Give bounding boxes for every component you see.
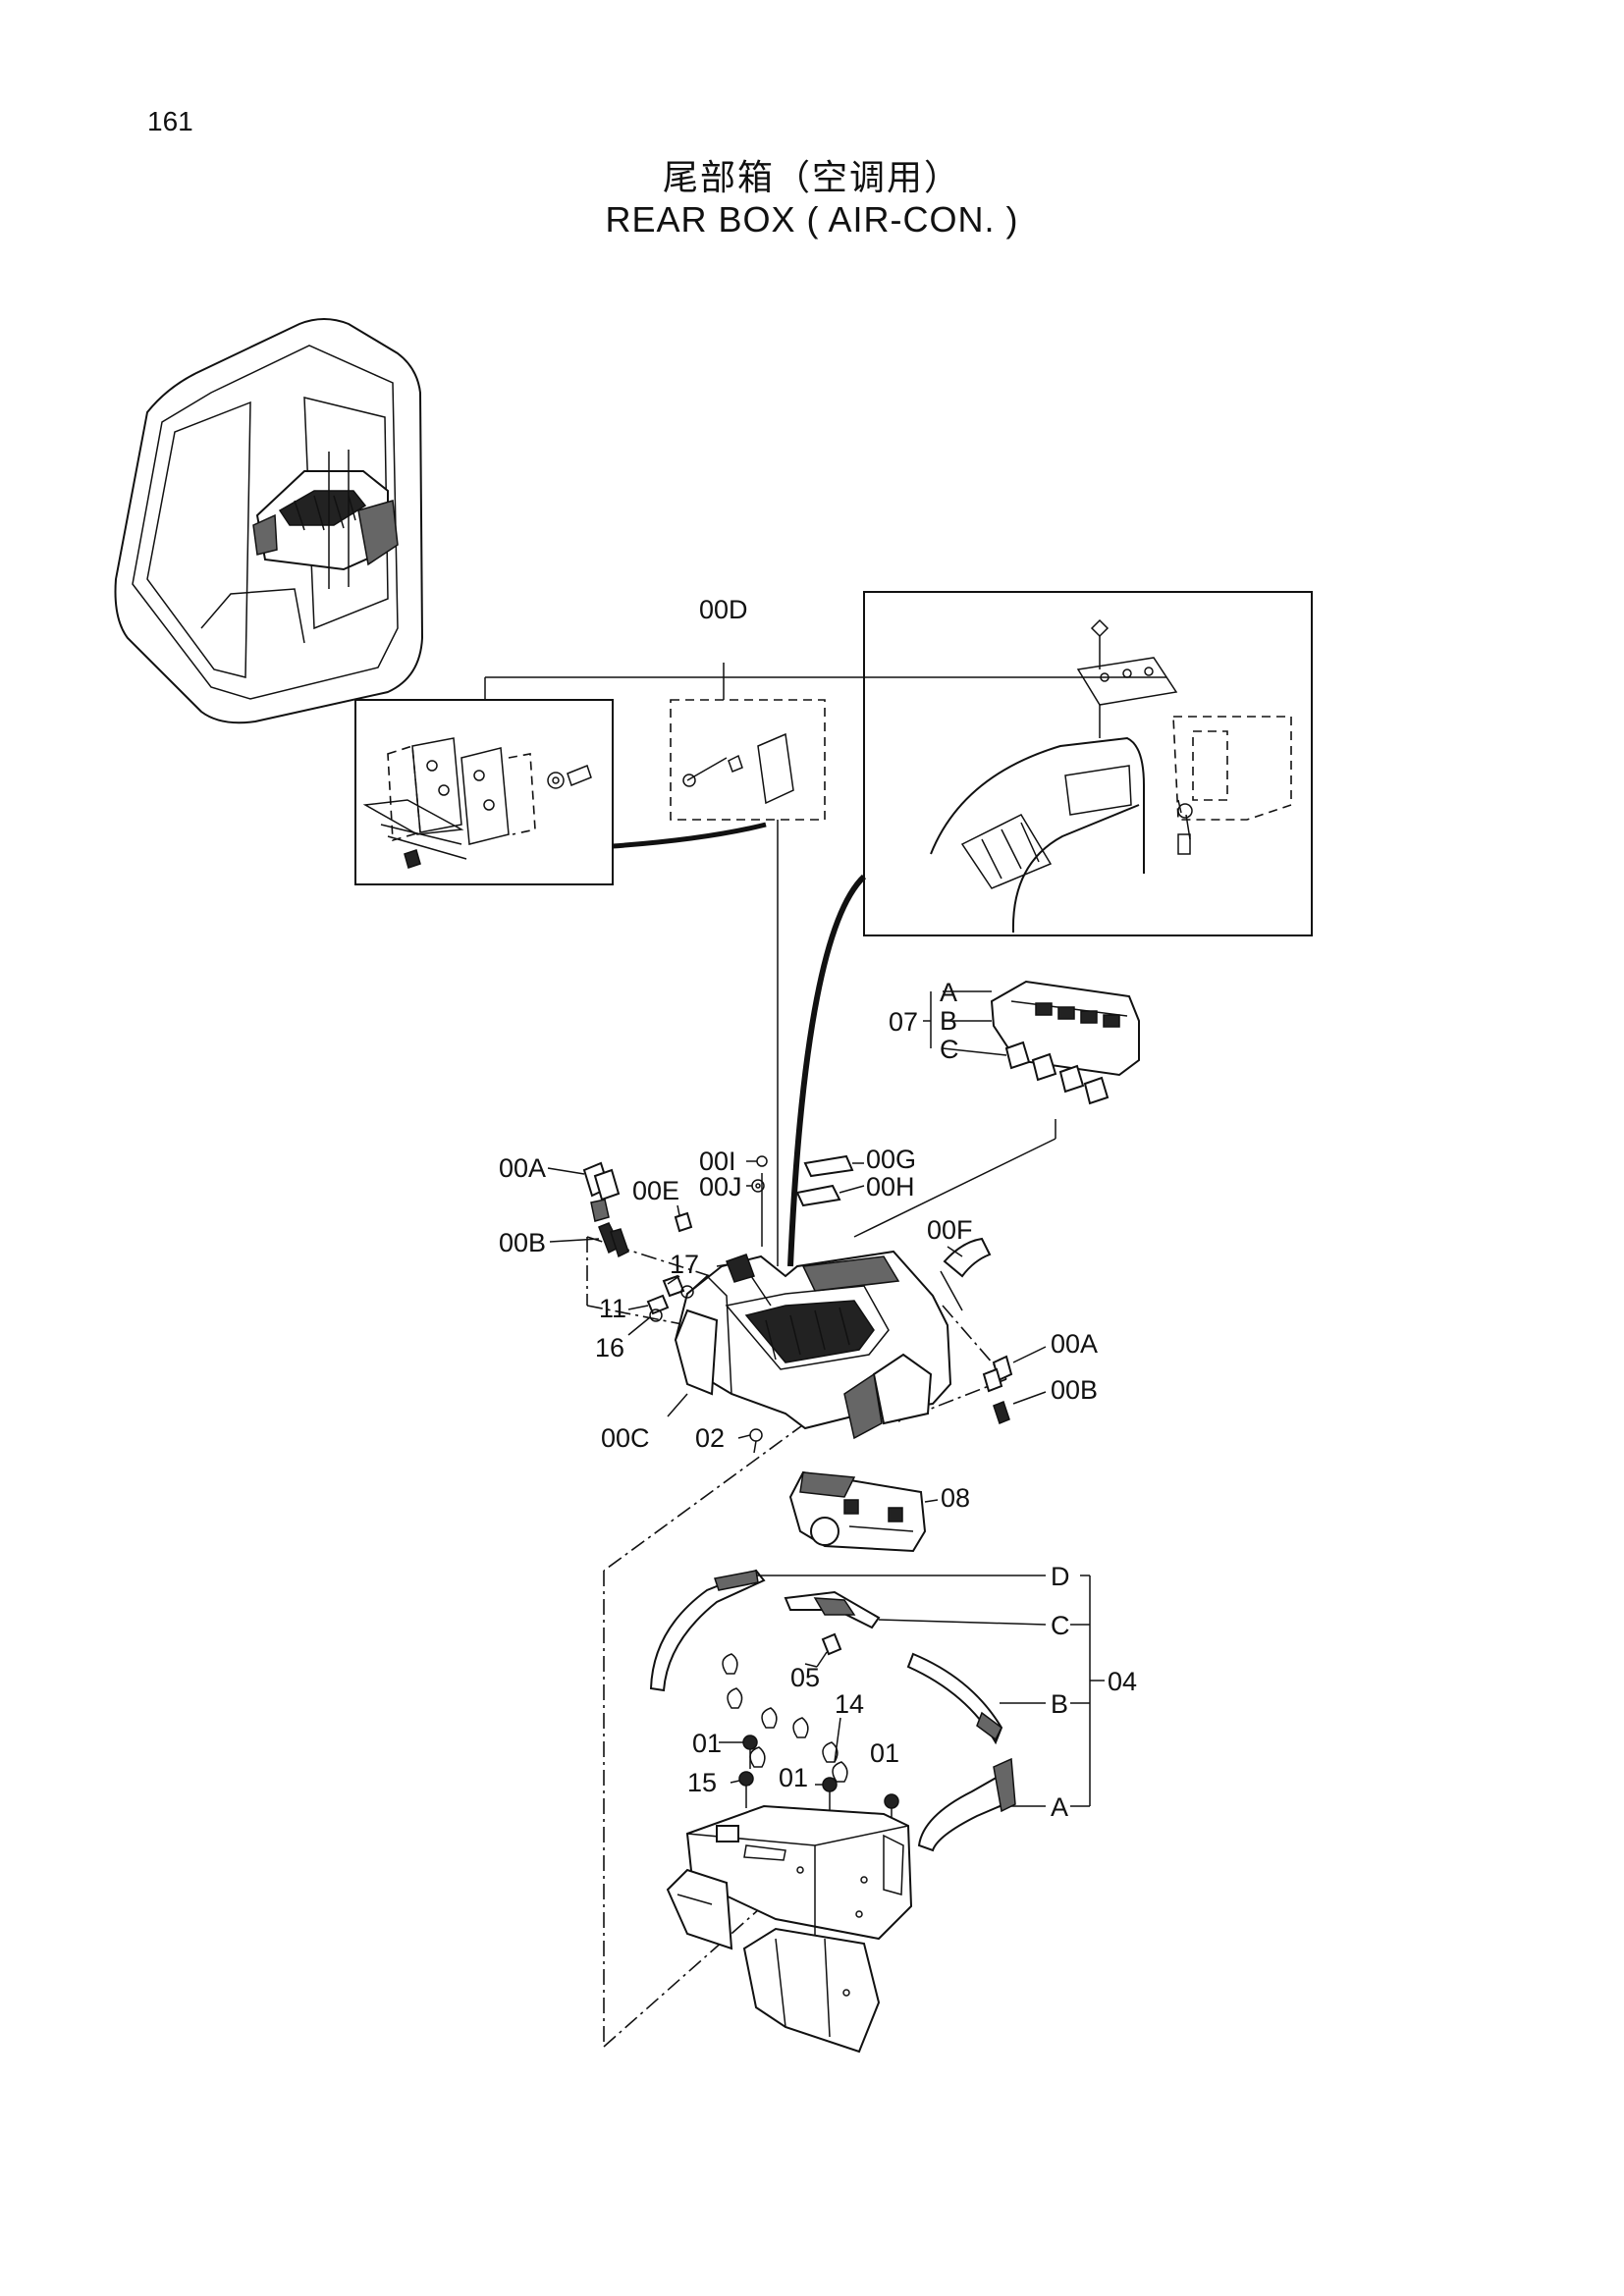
page-title-chinese: 尾部箱（空调用） xyxy=(662,158,961,198)
callout-leaders xyxy=(547,1160,1047,1668)
label-05: 05 xyxy=(790,1663,820,1692)
label-17: 17 xyxy=(670,1250,699,1279)
label-00I: 00I xyxy=(699,1147,736,1176)
callout-labels: 00D 07 A B C 00A 00B 00E 00I 00J 00G 00H… xyxy=(499,595,1137,1822)
page-title-english: REAR BOX ( AIR-CON. ) xyxy=(605,199,1019,240)
label-00B-right: 00B xyxy=(1051,1375,1098,1405)
small-parts xyxy=(582,1154,1013,1454)
label-01-middle: 01 xyxy=(779,1763,808,1792)
label-01-right: 01 xyxy=(870,1738,899,1768)
rear-box-main-body xyxy=(674,1250,952,1440)
label-14: 14 xyxy=(835,1689,864,1719)
label-02: 02 xyxy=(695,1423,725,1453)
label-01-left: 01 xyxy=(692,1729,722,1758)
label-15: 15 xyxy=(687,1768,717,1797)
label-00J: 00J xyxy=(699,1172,742,1201)
detail-box-00D xyxy=(670,663,826,821)
detail-box-right xyxy=(863,591,1313,936)
label-00E: 00E xyxy=(632,1176,679,1205)
label-00B-left: 00B xyxy=(499,1228,546,1257)
label-00H: 00H xyxy=(866,1172,915,1201)
label-11: 11 xyxy=(599,1294,626,1323)
label-00D: 00D xyxy=(699,595,748,624)
part-08-bracket xyxy=(788,1470,927,1553)
label-07-A: A xyxy=(940,978,957,1007)
part-07-switch-panel xyxy=(923,980,1140,1105)
label-04-B: B xyxy=(1051,1689,1068,1719)
label-08: 08 xyxy=(941,1483,970,1513)
page-number: 161 xyxy=(147,106,193,136)
label-00A-left: 00A xyxy=(499,1153,546,1183)
label-04-D: D xyxy=(1051,1562,1070,1591)
label-04: 04 xyxy=(1108,1667,1137,1696)
label-00A-right: 00A xyxy=(1051,1329,1098,1359)
label-00C: 00C xyxy=(601,1423,650,1453)
label-16: 16 xyxy=(595,1333,624,1362)
label-07: 07 xyxy=(889,1007,918,1037)
cab-overview-illustration xyxy=(114,318,424,724)
label-00F: 00F xyxy=(927,1215,973,1245)
part-04-trims xyxy=(649,1569,1105,1852)
detail-box-left xyxy=(354,699,614,885)
label-04-C: C xyxy=(1051,1611,1070,1640)
base-frame xyxy=(666,1804,913,2054)
label-07-C: C xyxy=(940,1035,959,1064)
label-04-A: A xyxy=(1051,1792,1068,1822)
label-00G: 00G xyxy=(866,1145,916,1174)
label-07-B: B xyxy=(940,1006,957,1036)
